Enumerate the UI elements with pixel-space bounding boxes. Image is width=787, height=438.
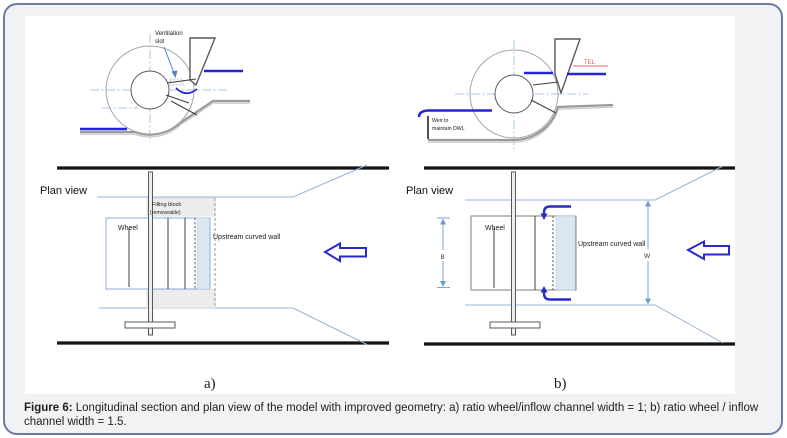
section-a-longitudinal: Ventilation slot	[80, 31, 250, 142]
figure-drawing: Ventilation slot P	[40, 31, 735, 392]
channel-bed-shadow	[428, 106, 614, 143]
ventilation-slot-label: Ventilation	[155, 31, 183, 37]
weir-label: maintain DWL	[432, 126, 465, 132]
downstream-water-level	[417, 109, 492, 118]
plan-b: B W Plan view Wheel Upstream curved wall…	[406, 165, 735, 392]
dimension-arrowhead	[645, 298, 651, 305]
wheel-hub-circle	[494, 74, 534, 114]
wheel-shaft	[511, 171, 516, 336]
flow-hook-arrow-bottom	[542, 291, 571, 301]
filling-block-top	[146, 197, 216, 217]
dimension-arrowhead	[440, 218, 446, 225]
wheel-label: Wheel	[485, 225, 505, 232]
vane-line	[165, 94, 190, 104]
annotation-arrowhead	[171, 70, 178, 78]
upstream-wall-label: Upstream curved wall	[213, 234, 281, 241]
channel-wall-top	[465, 165, 724, 201]
flow-hook-arrow-top	[542, 205, 571, 215]
panel-b-label: b)	[554, 376, 567, 392]
channel-bed-shadow	[80, 102, 250, 138]
shaft-base-plate	[124, 321, 176, 329]
panel-a-label: a)	[204, 376, 216, 392]
upstream-wall-label: Upstream curved wall	[578, 241, 646, 248]
wheel-shaft	[148, 171, 153, 336]
weir-label: Weir to	[432, 118, 448, 124]
figure-number: Figure 6:	[24, 402, 73, 414]
filling-block-bottom	[146, 289, 216, 309]
channel-wall-top	[97, 164, 368, 198]
shaft-base-plate	[489, 321, 541, 329]
dimension-channel-width: W	[644, 200, 651, 305]
flow-direction-arrow	[685, 239, 730, 261]
dimension-arrowhead	[440, 281, 446, 287]
ventilation-slot-label: slot	[155, 39, 165, 45]
tel-label: TEL	[584, 60, 596, 66]
wheel-outer-circle	[105, 45, 195, 135]
dim-w-label: W	[644, 253, 651, 260]
wheel-hub-circle	[130, 70, 170, 110]
wheel-outer-circle	[469, 49, 559, 139]
filling-block-label: (removeable)	[150, 210, 181, 216]
vane-line	[170, 100, 198, 116]
inflow-chute	[189, 37, 217, 87]
dimension-arrowhead	[645, 200, 651, 207]
inflow-chute	[554, 38, 581, 96]
plan-view-label: Plan view	[40, 185, 87, 197]
channel-bed	[428, 103, 614, 142]
figure-canvas: Ventilation slot P	[25, 16, 735, 394]
dimension-wheel-width: B	[437, 217, 450, 288]
upstream-curved-wall-band	[555, 215, 576, 291]
plan-a: Plan view Wheel Filling block (removeabl…	[40, 164, 389, 392]
water-scoop-curve	[175, 87, 198, 95]
section-b-longitudinal: TEL Weir to maintain DWL	[417, 38, 614, 150]
wheel-plan-rect	[105, 217, 211, 290]
filling-block-label: Filling block	[152, 202, 181, 208]
caption-text: Longitudinal section and plan view of th…	[24, 402, 759, 429]
flow-hook-arrowhead	[540, 213, 548, 220]
vane-line	[532, 81, 559, 86]
figure-card: Ventilation slot P	[3, 3, 783, 435]
flow-hook-arrowhead	[540, 286, 548, 293]
dim-b-label: B	[441, 255, 445, 261]
vane-line	[530, 99, 557, 114]
vane-line	[166, 78, 197, 84]
channel-bed	[80, 99, 250, 136]
figure-caption: Figure 6: Longitudinal section and plan …	[24, 401, 772, 430]
wheel-label: Wheel	[118, 225, 138, 232]
plan-view-label: Plan view	[406, 185, 453, 197]
channel-wall-bottom	[465, 304, 724, 344]
flow-direction-arrow	[323, 241, 367, 263]
annotation-arrow	[163, 46, 175, 75]
upstream-curved-wall-band	[197, 217, 210, 290]
